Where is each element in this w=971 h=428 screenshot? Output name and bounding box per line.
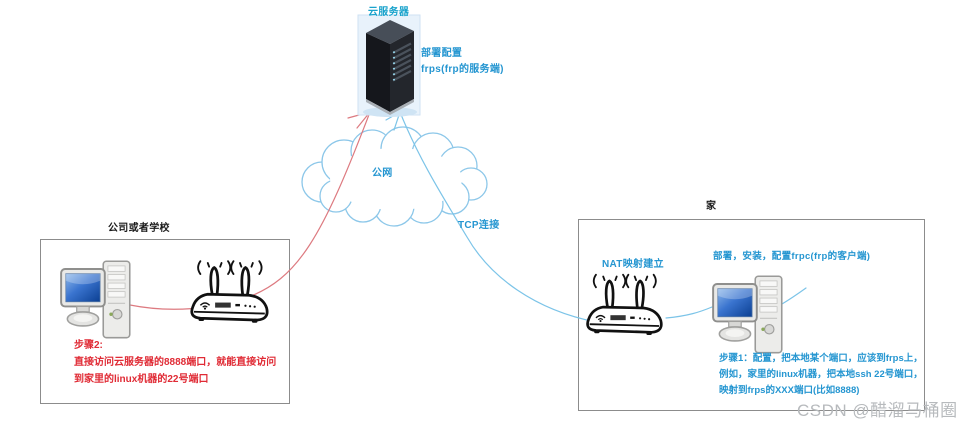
office-box-title: 公司或者学校 [108, 223, 170, 234]
home-step-line: 步骤1：配置，把本地某个端口，应该到frps上， [719, 353, 923, 364]
office-step-line: 到家里的linux机器的22号端口 [74, 374, 209, 385]
desktop-computer-icon [712, 275, 783, 354]
office-network-box [40, 239, 290, 404]
home-box-title: 家 [706, 201, 717, 212]
home-step-line: 例如，家里的linux机器，把本地ssh 22号端口， [719, 369, 923, 380]
home-network-box [578, 219, 925, 411]
home-step-note: 步骤1：配置，把本地某个端口，应该到frps上， 例如，家里的linux机器，把… [719, 351, 923, 399]
cloud-icon [301, 126, 488, 227]
home-note-label: 部署，安装，配置frpc(frp的客户端) [713, 251, 871, 262]
home-step-line: 映射到frps的XXX端口(比如8888) [719, 385, 860, 396]
office-step-line: 直接访问云服务器的8888端口，就能直接访问 [74, 357, 277, 368]
nat-mapping-label: NAT映射建立 [602, 259, 664, 270]
cloud-server-label: 云服务器 [368, 7, 410, 18]
server-note-line1: 部署配置 [421, 48, 463, 59]
server-tower-icon [357, 14, 421, 117]
tcp-connection-label: TCP连接 [458, 220, 500, 231]
public-network-label: 公网 [372, 168, 393, 179]
server-note-line2: frps(frp的服务端) [421, 64, 504, 75]
office-step-note: 步骤2: 直接访问云服务器的8888端口，就能直接访问 到家里的linux机器的… [74, 337, 276, 388]
wifi-router-icon [586, 273, 663, 336]
wifi-router-icon [190, 259, 269, 324]
desktop-computer-icon [60, 260, 131, 339]
office-step-line: 步骤2: [74, 340, 103, 351]
csdn-watermark: CSDN @醋溜马桶圈 [797, 401, 958, 420]
